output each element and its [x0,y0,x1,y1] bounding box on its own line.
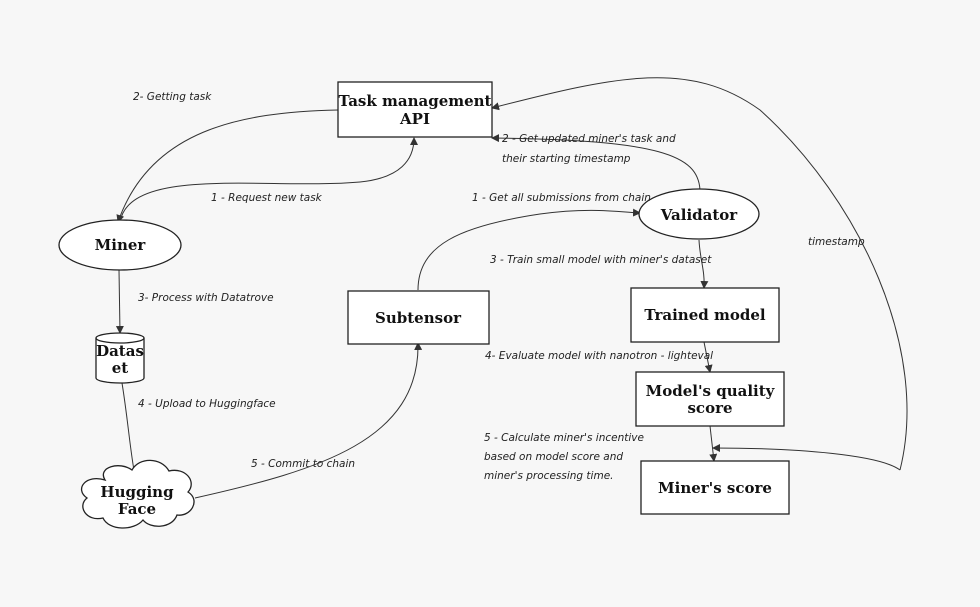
miners-score-label: Miner's score [658,479,772,497]
hugging-face-label-line1: Hugging [100,483,174,501]
edge-upload [121,382,138,477]
edge-get-updated [491,134,701,191]
label-process: 3- Process with Datatrove [138,292,274,304]
miner-label: Miner [95,236,147,254]
dataset-label-line2: et [112,359,129,377]
node-validator[interactable]: Validator [638,188,760,240]
task-api-label-line2: API [399,110,430,128]
node-subtensor[interactable]: Subtensor [347,290,490,345]
label-calculate-line2: based on model score and [484,451,623,463]
edge-to-miners-score [709,425,718,462]
subtensor-label: Subtensor [375,309,462,327]
label-commit: 5 - Commit to chain [251,458,355,470]
edge-get-submissions [417,208,641,291]
label-getting-task: 2- Getting task [133,91,212,103]
edge-commit [194,342,423,499]
node-miner[interactable]: Miner [58,219,182,271]
edges [115,77,908,499]
edge-labels: 2- Getting task 1 - Request new task 2 -… [133,91,865,482]
label-upload: 4 - Upload to Huggingface [138,398,276,410]
edge-request-task [119,137,418,223]
label-timestamp: timestamp [808,236,865,248]
node-hugging-face[interactable]: Hugging Face [81,459,195,529]
label-get-updated-line2: their starting timestamp [502,153,631,165]
edge-evaluate [703,341,713,373]
node-task-management-api[interactable]: Task management API [337,81,493,138]
validator-label: Validator [660,206,739,224]
quality-score-label-line2: score [687,399,732,417]
node-dataset[interactable]: Datas et [95,332,145,384]
label-get-submissions: 1 - Get all submissions from chain [472,192,651,204]
label-calculate-line1: 5 - Calculate miner's incentive [484,432,644,444]
edge-timestamp [491,77,908,471]
label-train: 3 - Train small model with miner's datas… [490,254,712,266]
edge-train [698,239,709,289]
quality-score-label-line1: Model's quality [646,382,776,400]
label-request-task: 1 - Request new task [211,192,323,204]
label-get-updated-line1: 2 - Get updated miner's task and [502,133,676,145]
node-miners-score[interactable]: Miner's score [640,460,790,515]
edge-getting-task [116,109,339,223]
edge-process [115,269,124,334]
node-trained-model[interactable]: Trained model [630,287,780,343]
trained-model-label: Trained model [644,306,765,324]
node-quality-score[interactable]: Model's quality score [635,371,785,427]
label-calculate-line3: miner's processing time. [484,470,614,482]
label-evaluate: 4- Evaluate model with nanotron - lighte… [485,350,713,362]
hugging-face-label-line2: Face [118,500,156,518]
task-api-label-line1: Task management [338,92,491,110]
dataset-label-line1: Datas [96,342,144,360]
edge-timestamp-to-score [712,444,901,471]
